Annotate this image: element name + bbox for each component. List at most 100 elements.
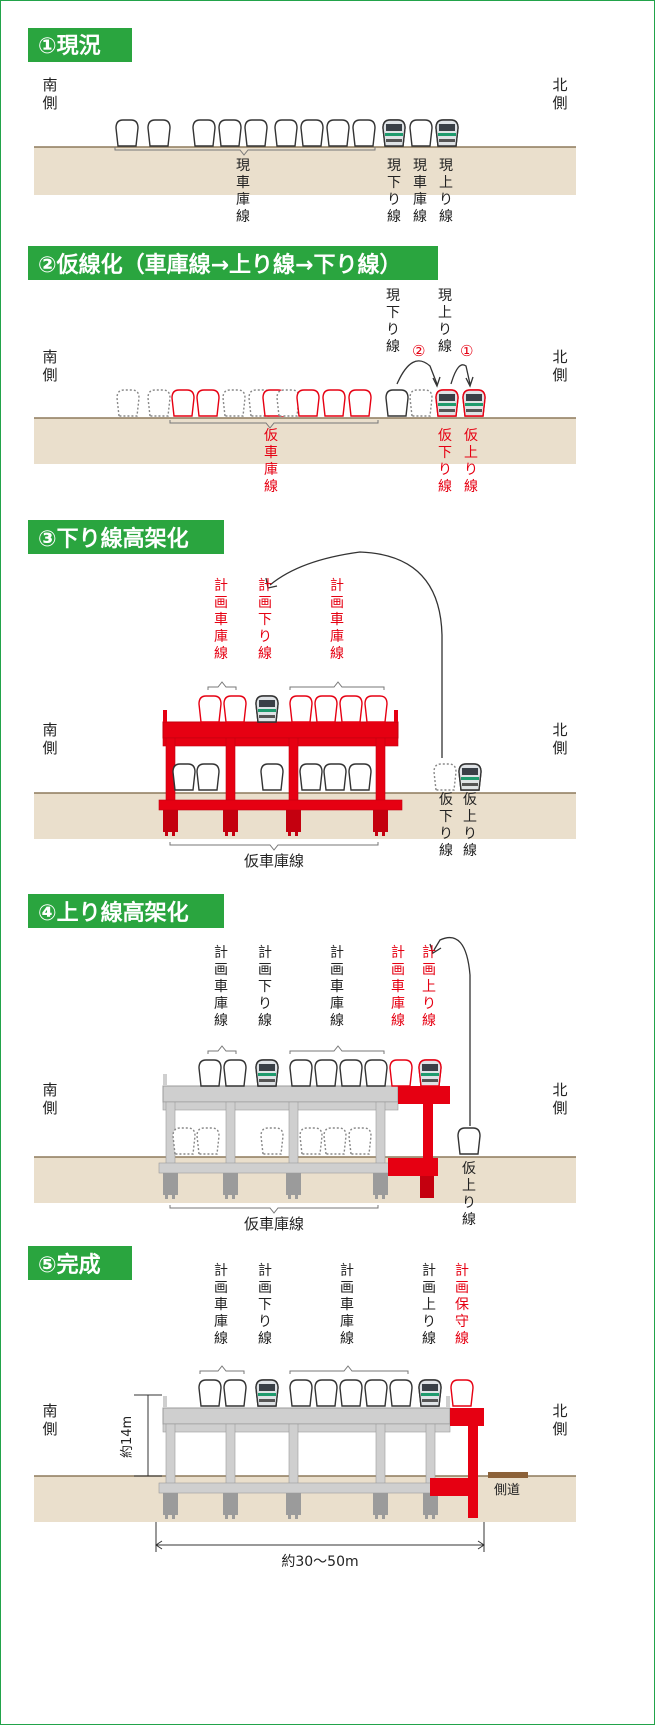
section-4-title: ④上り線高架化: [38, 900, 189, 926]
section-2: ②仮線化（車庫線→上り線→下り線） 南側 北側 現下り線 現上り線 仮車庫線 仮…: [28, 246, 576, 495]
viaduct: [158, 710, 403, 836]
train-car: [314, 1059, 338, 1087]
train-car: [418, 1379, 442, 1407]
train-car: [147, 119, 171, 147]
label-current-depot: 現車庫線: [236, 158, 250, 225]
train-car: [389, 1379, 413, 1407]
train-car: [255, 1379, 279, 1407]
train-car: [223, 1059, 247, 1087]
train-car: [274, 119, 298, 147]
svg-text:北側: 北側: [552, 348, 567, 384]
svg-text:仮上り線: 仮上り線: [463, 792, 477, 859]
train-car: [192, 119, 216, 147]
north-label: 北側: [552, 348, 567, 384]
train-car: [147, 389, 171, 417]
train-car: [196, 389, 220, 417]
label-planned-depot-2: 計画車庫線: [340, 1263, 354, 1347]
train-car: [352, 119, 376, 147]
train-car: [348, 763, 372, 791]
svg-text:現車庫線: 現車庫線: [236, 158, 250, 225]
svg-text:仮下り線: 仮下り線: [438, 428, 452, 495]
train-car: [172, 1127, 196, 1155]
svg-text:計画車庫線: 計画車庫線: [330, 945, 344, 1029]
train-car: [198, 1059, 222, 1087]
label-current-up: 現上り線: [439, 158, 453, 225]
train-car: [364, 695, 388, 723]
section-2-title-bar: [28, 246, 438, 280]
label-planned-down: 計画下り線: [258, 945, 272, 1029]
svg-text:仮上り線: 仮上り線: [464, 428, 478, 495]
train-car: [196, 1127, 220, 1155]
train-car: [450, 1379, 474, 1407]
svg-text:計画車庫線: 計画車庫線: [214, 578, 228, 662]
label-temp-depot: 仮車庫線: [244, 1215, 304, 1233]
train-car: [339, 1059, 363, 1087]
svg-text:仮上り線: 仮上り線: [462, 1161, 476, 1228]
svg-text:現上り線: 現上り線: [439, 158, 453, 225]
north-label: 北側: [552, 1402, 567, 1438]
train-car: [409, 119, 433, 147]
section-4-title-bar: [28, 894, 224, 928]
side-road: [488, 1472, 528, 1478]
south-label: 南側: [42, 1081, 57, 1117]
label-current-down: 現下り線: [387, 158, 401, 225]
north-label: 北側: [552, 76, 567, 112]
svg-text:南側: 南側: [42, 348, 57, 384]
label-temp-up: 仮上り線: [464, 428, 478, 495]
section-3-title-bar: [28, 520, 224, 554]
label-temp-depot: 仮車庫線: [264, 428, 278, 495]
train-car: [222, 389, 246, 417]
train-car: [255, 695, 279, 723]
label-temp-up: 仮上り線: [463, 792, 477, 859]
svg-text:南側: 南側: [42, 76, 57, 112]
label-planned-up: 計画上り線: [422, 1263, 436, 1347]
svg-text:計画車庫線: 計画車庫線: [214, 1263, 228, 1347]
ground: [34, 418, 576, 464]
train-car: [339, 1379, 363, 1407]
label-planned-depot-2: 計画車庫線: [330, 578, 344, 662]
svg-text:計画車庫線: 計画車庫線: [214, 945, 228, 1029]
label-planned-down: 計画下り線: [258, 1263, 272, 1347]
label-temp-down: 仮下り線: [439, 792, 453, 859]
train-car: [364, 1059, 388, 1087]
north-label: 北側: [552, 721, 567, 757]
step-2-marker: ②: [412, 342, 425, 360]
train-car: [323, 763, 347, 791]
svg-text:北側: 北側: [552, 76, 567, 112]
train-car: [435, 119, 459, 147]
label-temp-down: 仮下り線: [438, 428, 452, 495]
svg-text:仮車庫線: 仮車庫線: [264, 428, 278, 495]
train-car: [339, 695, 363, 723]
train-car: [172, 763, 196, 791]
svg-text:計画下り線: 計画下り線: [258, 1263, 272, 1347]
train-car: [385, 389, 409, 417]
viaduct: [158, 1396, 455, 1519]
svg-text:計画上り線: 計画上り線: [422, 945, 436, 1029]
train-car: [223, 1379, 247, 1407]
svg-text:計画保守線: 計画保守線: [455, 1263, 469, 1347]
train-car: [322, 389, 346, 417]
train-car: [418, 1059, 442, 1087]
label-planned-depot: 計画車庫線: [214, 945, 228, 1029]
section-5-title-bar: [28, 1246, 132, 1280]
svg-text:計画下り線: 計画下り線: [258, 578, 272, 662]
train-car: [348, 1127, 372, 1155]
train-car: [364, 1379, 388, 1407]
train-car: [382, 119, 406, 147]
svg-text:北側: 北側: [552, 1402, 567, 1438]
svg-text:南側: 南側: [42, 1081, 57, 1117]
train-car: [296, 389, 320, 417]
train-car: [289, 695, 313, 723]
train-car: [314, 1379, 338, 1407]
train-car: [244, 119, 268, 147]
label-current-depot-2: 現車庫線: [413, 158, 427, 225]
train-car: [115, 119, 139, 147]
svg-text:現上り線: 現上り線: [438, 288, 452, 355]
svg-text:計画上り線: 計画上り線: [422, 1263, 436, 1347]
label-planned-depot-3: 計画車庫線: [391, 945, 405, 1029]
train-car: [389, 1059, 413, 1087]
svg-text:現車庫線: 現車庫線: [413, 158, 427, 225]
svg-text:北側: 北側: [552, 721, 567, 757]
train-car: [218, 119, 242, 147]
